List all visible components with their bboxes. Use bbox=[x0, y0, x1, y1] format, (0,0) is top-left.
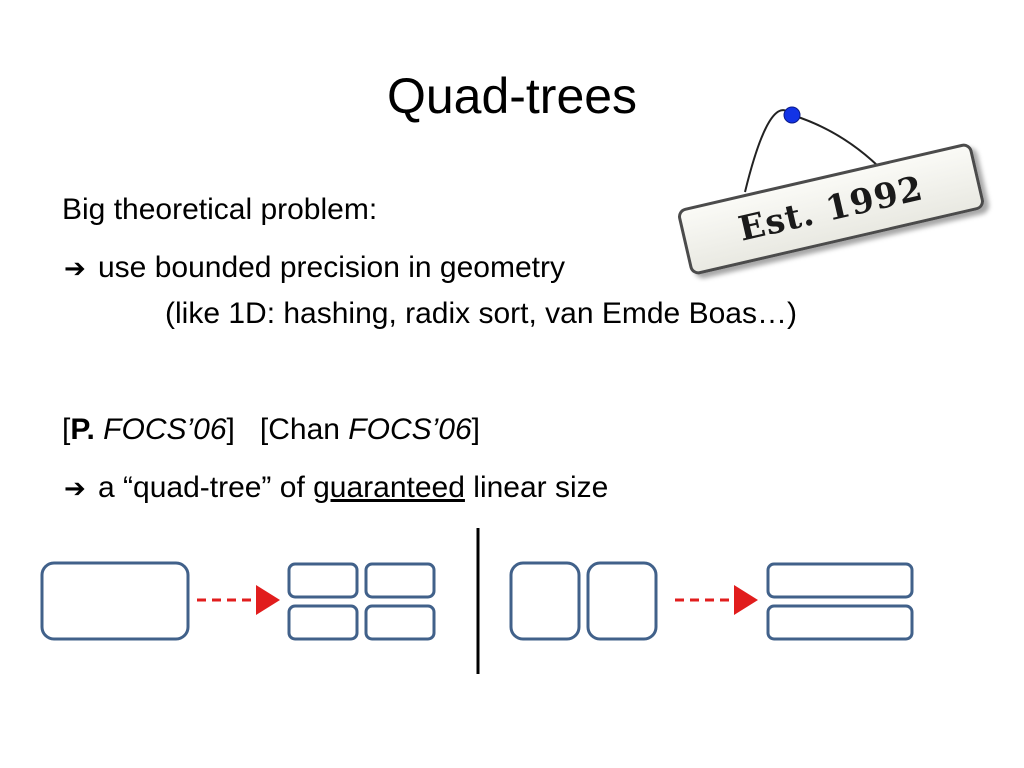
slide-title: Quad-trees bbox=[386, 68, 638, 124]
parent-box bbox=[40, 561, 190, 641]
child-box bbox=[766, 604, 914, 641]
child-box bbox=[287, 562, 359, 599]
result-line: ➔ a “quad-tree” of guaranteed linear size bbox=[64, 470, 608, 506]
split-diagram bbox=[40, 528, 914, 674]
problem-heading: Big theoretical problem: bbox=[62, 193, 378, 226]
parent-box bbox=[509, 561, 581, 641]
result-prefix: a “quad-tree” of bbox=[98, 471, 314, 504]
result-emphasis: guaranteed bbox=[313, 471, 465, 504]
parent-box bbox=[586, 561, 658, 641]
right-arrow-icon: ➔ bbox=[64, 253, 86, 283]
child-box bbox=[364, 562, 436, 599]
pin-icon bbox=[783, 106, 801, 124]
stamp-hanger bbox=[744, 106, 879, 193]
bracket: [ bbox=[62, 413, 71, 446]
citation-author-p: P. bbox=[70, 413, 95, 446]
citation-venue-p: FOCS’06 bbox=[103, 413, 227, 446]
bullet-bounded-precision: ➔ use bounded precision in geometry bbox=[64, 250, 565, 286]
result-suffix: linear size bbox=[464, 471, 609, 504]
citation-venue-chan: FOCS’06 bbox=[348, 413, 472, 446]
bullet-text: use bounded precision in geometry bbox=[98, 251, 565, 284]
child-box bbox=[364, 604, 436, 641]
child-box bbox=[287, 604, 359, 641]
child-box bbox=[766, 562, 914, 599]
bracket: ] bbox=[471, 413, 480, 446]
citation-mid: ] [Chan bbox=[226, 413, 349, 446]
right-arrow-icon: ➔ bbox=[64, 473, 86, 503]
bullet-detail: (like 1D: hashing, radix sort, van Emde … bbox=[165, 297, 797, 330]
citation-line: [P. FOCS’06] [Chan FOCS’06] bbox=[62, 412, 480, 448]
